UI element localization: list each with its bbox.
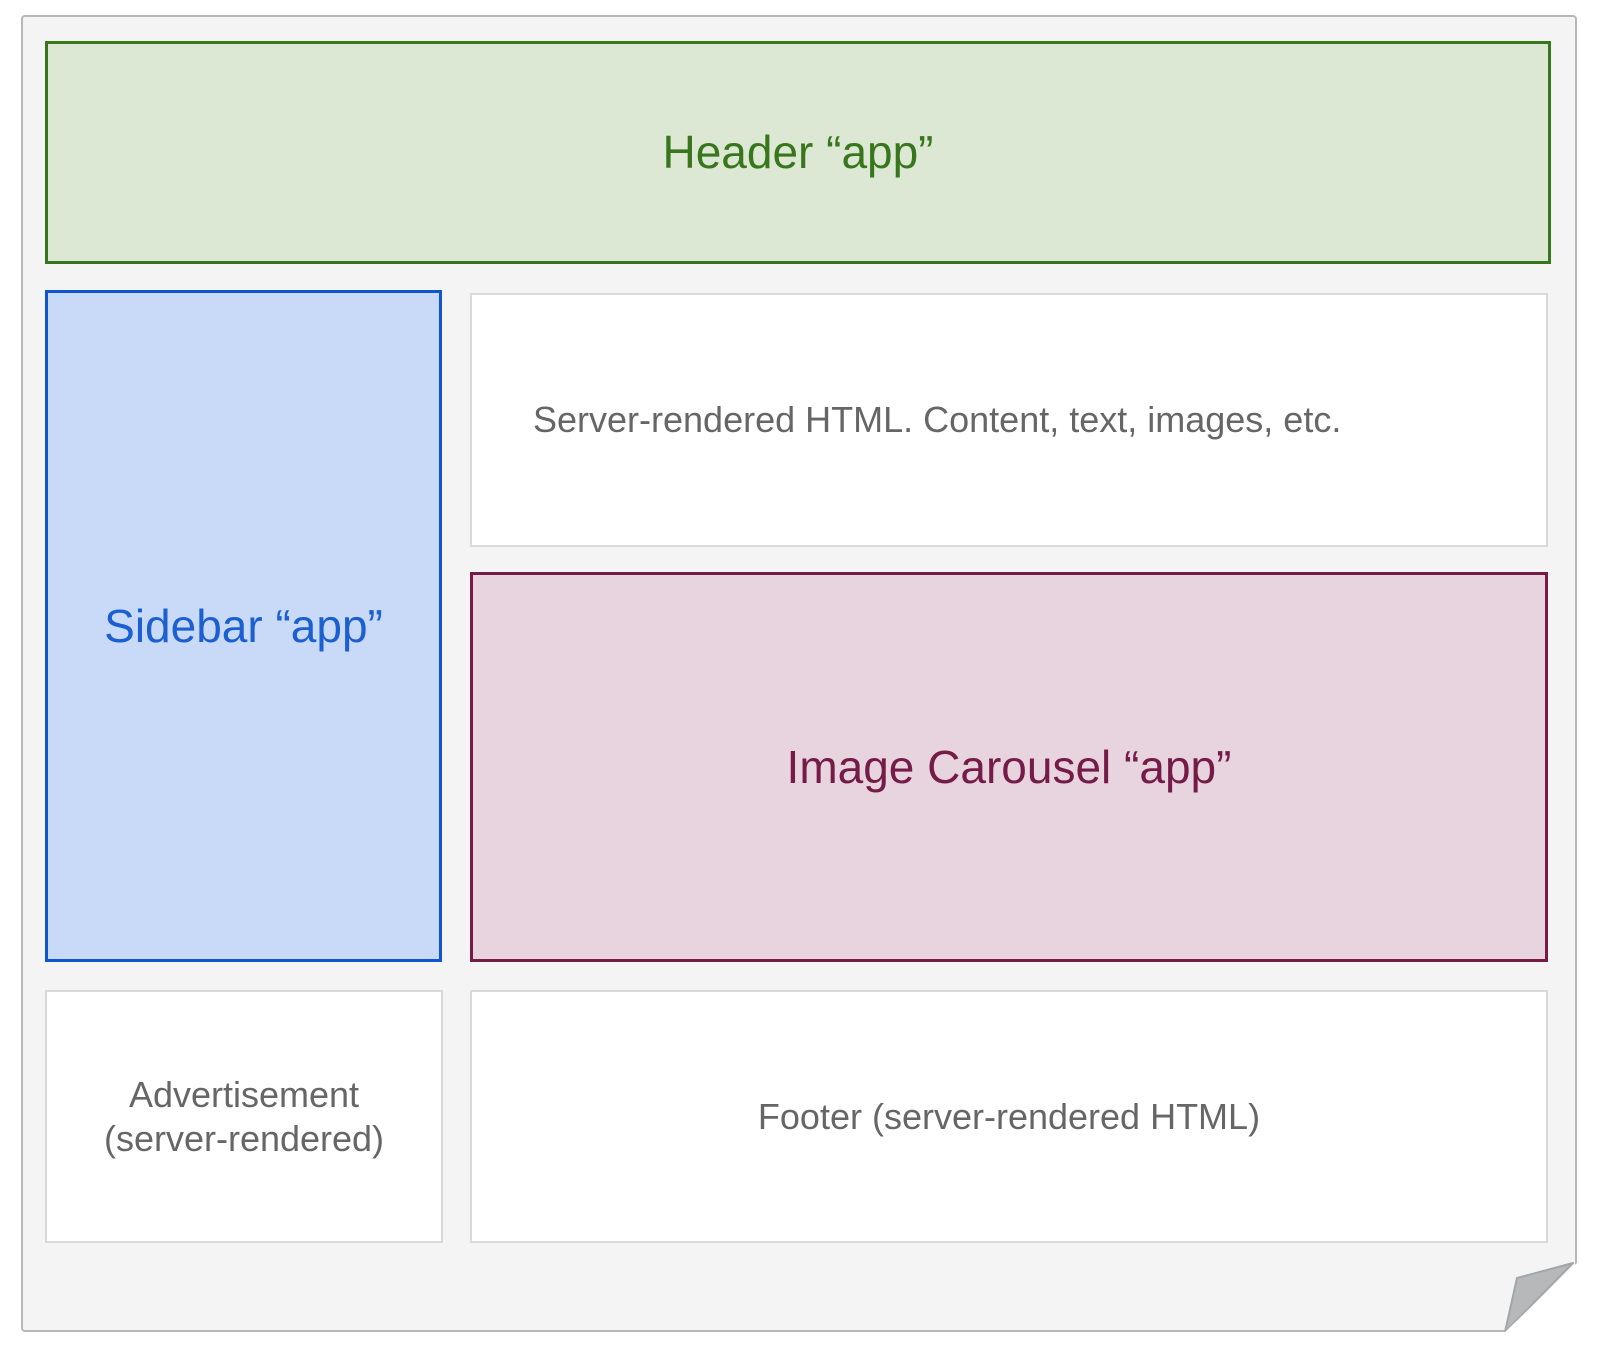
image-carousel-app-box: Image Carousel “app” [470,572,1548,962]
footer-box: Footer (server-rendered HTML) [470,990,1548,1243]
sidebar-app-label: Sidebar “app” [104,599,383,652]
folded-corner-icon [1478,1248,1580,1340]
image-carousel-app-label: Image Carousel “app” [786,740,1232,793]
server-rendered-content-box: Server-rendered HTML. Content, text, ima… [470,293,1548,547]
server-rendered-content-label: Server-rendered HTML. Content, text, ima… [533,399,1342,441]
footer-label: Footer (server-rendered HTML) [757,1095,1261,1137]
sidebar-app-box: Sidebar “app” [45,290,442,962]
header-app-box: Header “app” [45,41,1551,264]
advertisement-label-line1: Advertisement [128,1074,360,1116]
advertisement-box: Advertisement (server-rendered) [45,990,443,1243]
advertisement-label-line2: (server-rendered) [103,1117,385,1159]
header-app-label: Header “app” [662,126,934,179]
paper-background: Header “app” Sidebar “app” Server-render… [21,15,1577,1332]
